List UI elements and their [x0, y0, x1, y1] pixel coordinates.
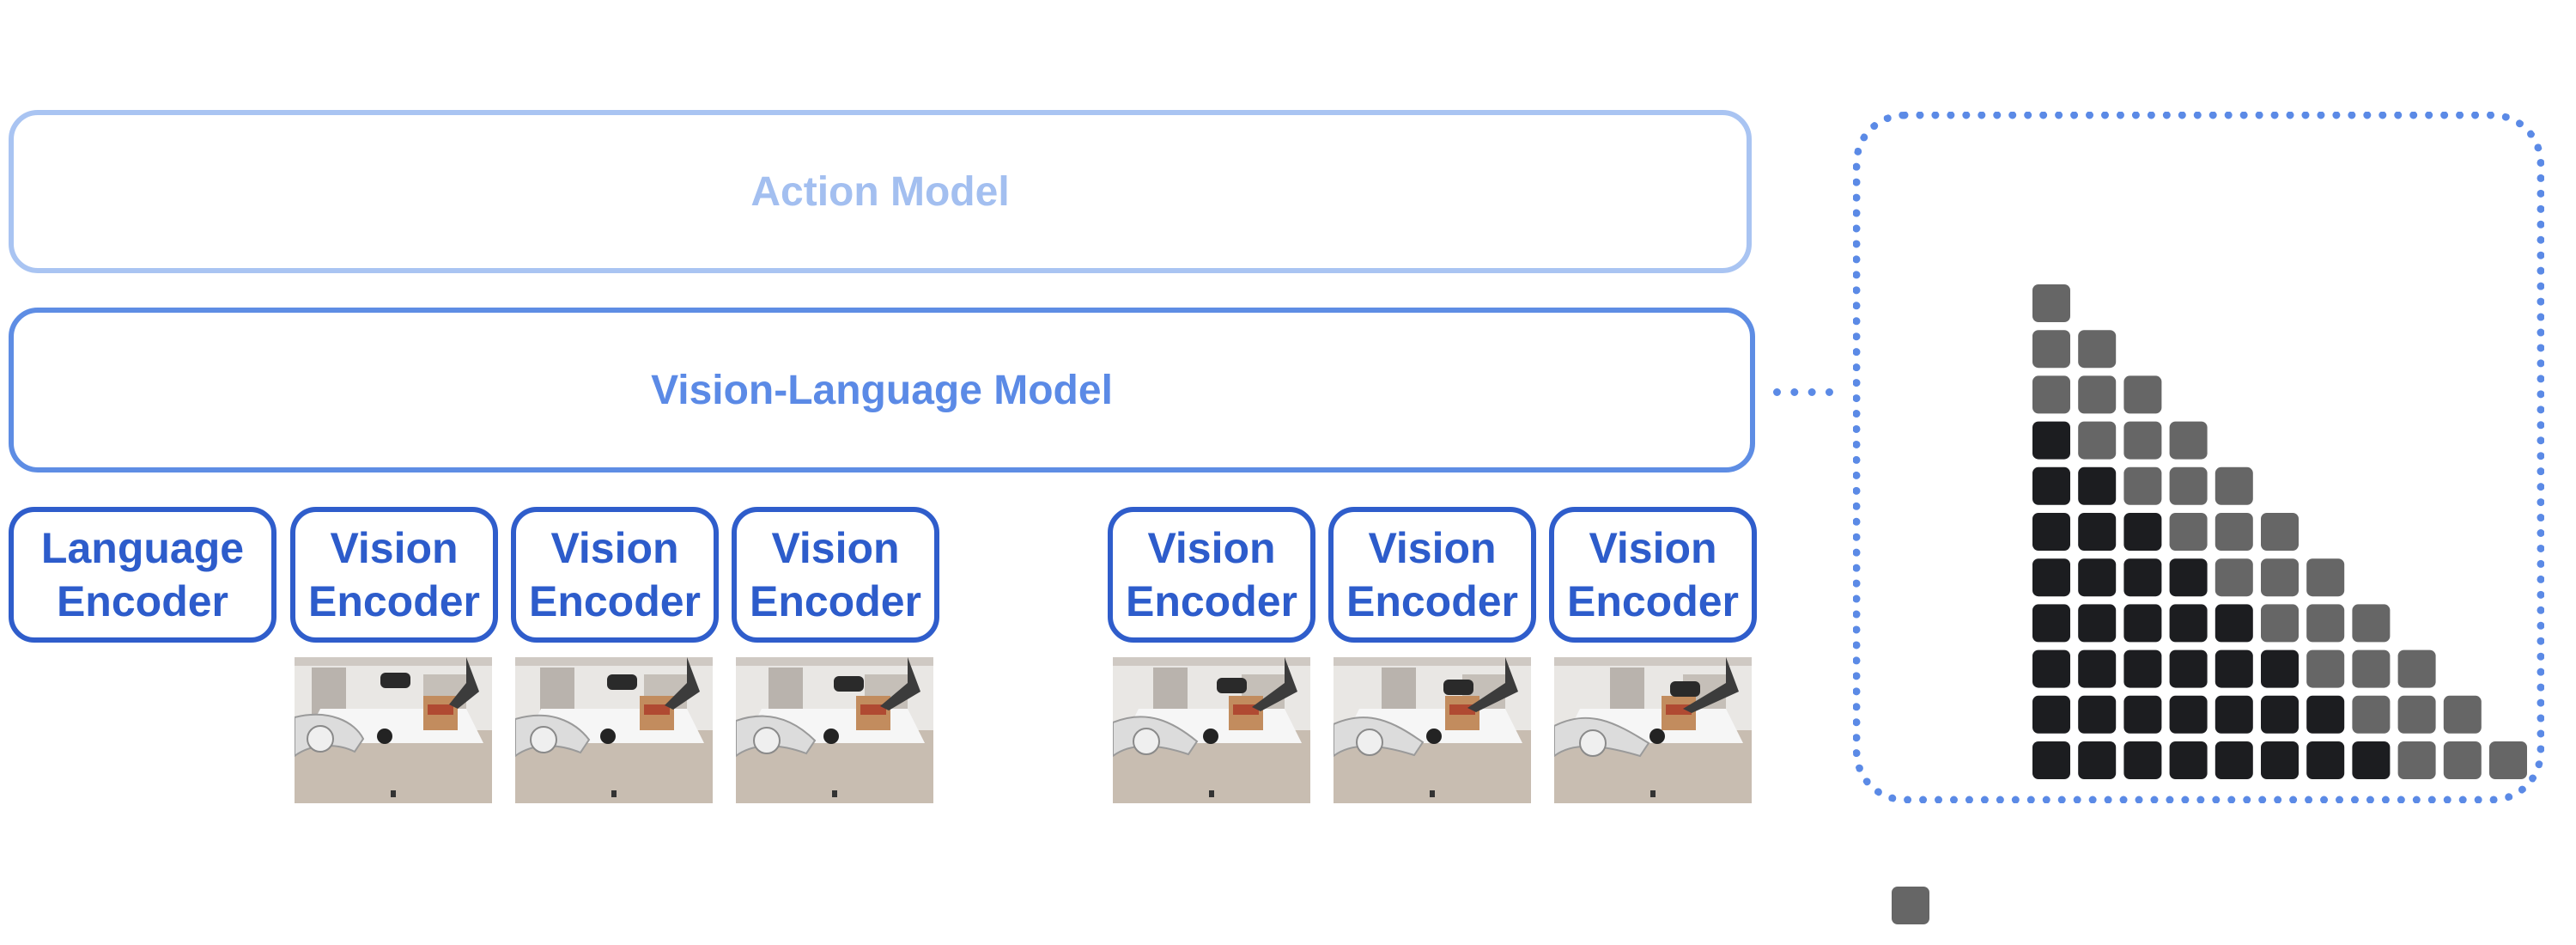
encoder-line2: Encoder: [749, 577, 922, 625]
dotted-connector: [1773, 388, 1833, 396]
encoder-line2: Encoder: [1125, 577, 1298, 625]
encoder-line2: Encoder: [1566, 577, 1740, 625]
camera-frame-1: [295, 657, 492, 803]
camera-frame-4: [1113, 657, 1310, 803]
encoder-line1: Vision: [1147, 524, 1276, 572]
camera-frame-3: [736, 657, 933, 803]
vlm-label: Vision-Language Model: [651, 367, 1113, 413]
encoder-line1: Vision: [550, 524, 679, 572]
vision-language-model-box: Vision-Language Model: [9, 308, 1755, 472]
encoder-line1: Vision: [330, 524, 459, 572]
encoder-line1: Vision: [1368, 524, 1497, 572]
attention-mask-panel: [1853, 112, 2544, 803]
encoder-line2: Encoder: [56, 577, 229, 625]
encoder-line2: Encoder: [1346, 577, 1519, 625]
encoder-line1: Vision: [771, 524, 900, 572]
action-model-box: Action Model: [9, 110, 1752, 273]
encoder-line1: Vision: [1589, 524, 1717, 572]
action-model-label: Action Model: [750, 168, 1010, 215]
camera-frame-2: [515, 657, 713, 803]
legend-gray-cell: [1892, 887, 1929, 924]
camera-frame-6: [1554, 657, 1752, 803]
camera-frame-5: [1334, 657, 1531, 803]
encoder-line2: Encoder: [528, 577, 702, 625]
encoder-line2: Encoder: [307, 577, 481, 625]
encoder-line1: Language: [40, 524, 245, 572]
